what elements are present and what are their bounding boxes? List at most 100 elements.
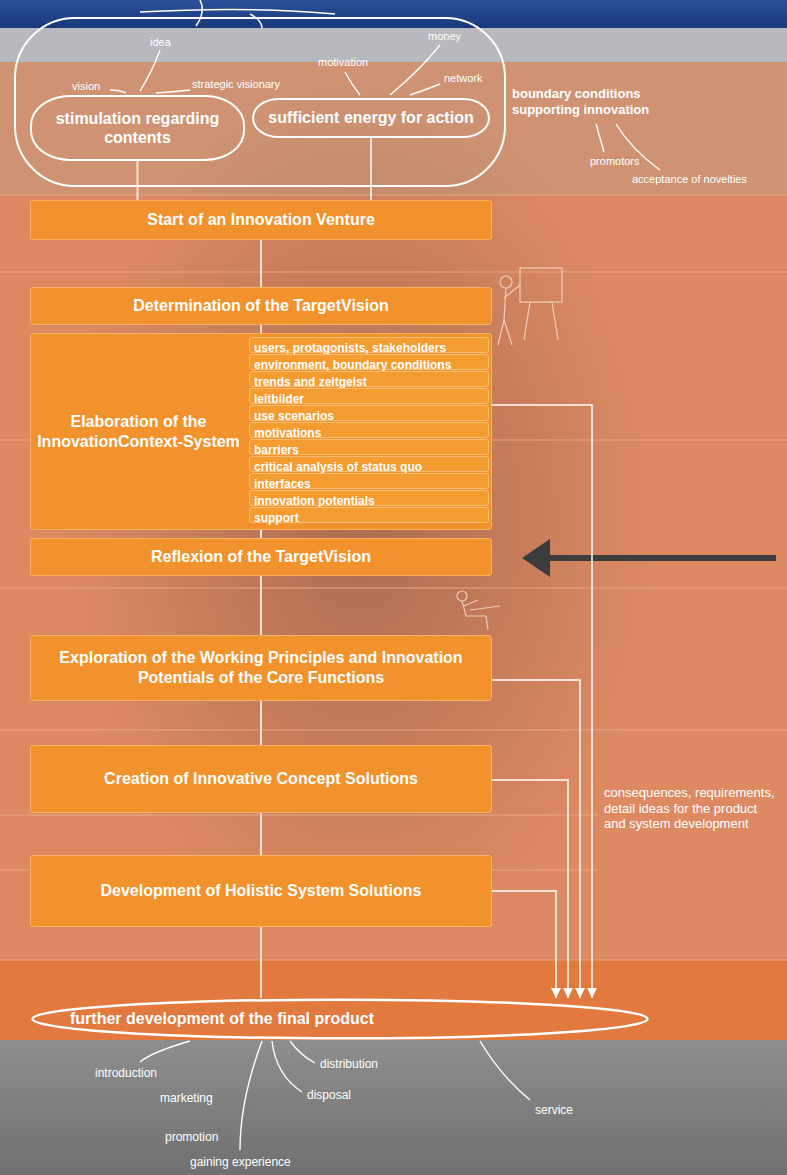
goal-enclosure <box>15 18 505 186</box>
process-box: Development of Holistic System Solutions <box>30 855 492 927</box>
leader-lines <box>410 84 440 95</box>
node-text: Elaboration of the InnovationContext-Sys… <box>36 412 241 452</box>
node-text: Reflexion of the TargetVision <box>143 547 379 567</box>
result-ellipse: further development of the final product <box>30 998 650 1040</box>
aspect-text: leitbilder <box>250 392 304 406</box>
annotation-label: consequences, requirements, detail ideas… <box>604 785 782 832</box>
goal-bubble: sufficient energy for action <box>252 98 490 138</box>
goal-bubble: stimulation regarding contents <box>30 95 245 161</box>
leader-lines <box>390 45 440 95</box>
person-sketch <box>462 600 500 630</box>
goal-enclosure <box>15 18 505 186</box>
aspect-tab: leitbilder <box>249 388 489 404</box>
flow-line <box>260 576 262 635</box>
leader-lines <box>156 90 190 93</box>
aspect-text: critical analysis of status quo <box>250 460 422 474</box>
annotation-label: idea <box>150 36 171 49</box>
process-box: Start of an Innovation Venture <box>30 200 492 240</box>
pointer-arrow <box>522 539 776 577</box>
aspect-tab: innovation potentials <box>249 490 489 506</box>
aspect-tab: barriers <box>249 439 489 455</box>
leader-lines <box>110 90 126 93</box>
process-box: Reflexion of the TargetVision <box>30 538 492 576</box>
aspect-text: users, protagonists, stakeholders <box>250 341 446 355</box>
aspect-tab: use scenarios <box>249 405 489 421</box>
aspect-tab: interfaces <box>249 473 489 489</box>
hand-scribble <box>140 0 335 28</box>
annotation-label: promotors <box>590 155 640 168</box>
leader-lines <box>345 72 360 95</box>
flow-line <box>260 530 262 538</box>
hand-scribble <box>140 9 335 14</box>
flow-line <box>260 813 262 855</box>
node-text: Exploration of the Working Principles an… <box>31 648 491 688</box>
pointer-arrow <box>540 555 776 561</box>
hand-scribble <box>196 0 202 26</box>
feedback-arrow <box>492 891 556 998</box>
feedback-arrow <box>492 780 568 998</box>
hand-scribble <box>250 14 262 28</box>
band-lines <box>0 195 787 960</box>
leader-lines <box>290 1041 315 1063</box>
aspect-text: trends and zeitgeist <box>250 375 367 389</box>
band-lines <box>0 272 787 273</box>
aspect-tab: critical analysis of status quo <box>249 456 489 472</box>
person-sketch <box>500 276 512 288</box>
annotation-label: distribution <box>320 1057 378 1071</box>
aspect-tab: motivations <box>249 422 489 438</box>
flow-line <box>260 325 262 333</box>
annotation-label: marketing <box>160 1091 213 1105</box>
feedback-arrow <box>492 405 592 998</box>
ground-bands <box>0 960 787 1040</box>
person-sketch <box>524 302 530 340</box>
person-sketch <box>498 285 520 345</box>
process-box: Exploration of the Working Principles an… <box>30 635 492 701</box>
flow-line <box>260 701 262 745</box>
aspect-text: support <box>250 511 299 525</box>
leader-lines <box>272 1041 302 1092</box>
annotation-label: strategic visionary <box>192 78 280 91</box>
annotation-label: money <box>428 30 461 43</box>
leader-lines <box>480 1041 530 1100</box>
process-box: Determination of the TargetVision <box>30 287 492 325</box>
node-text: Start of an Innovation Venture <box>139 210 383 230</box>
annotation-label: boundary conditions supporting innovatio… <box>512 86 692 117</box>
aspect-tab: users, protagonists, stakeholders <box>249 337 489 353</box>
flow-line <box>260 240 262 287</box>
aspect-text: barriers <box>250 443 299 457</box>
flow-line <box>137 161 139 200</box>
band-lines <box>0 195 787 196</box>
aspect-text: innovation potentials <box>250 494 375 508</box>
aspect-text: use scenarios <box>250 409 334 423</box>
aspect-text: motivations <box>250 426 321 440</box>
person-sketch <box>520 268 562 302</box>
leader-lines <box>240 1041 262 1150</box>
node-text: Determination of the TargetVision <box>125 296 396 316</box>
band-lines <box>0 588 787 589</box>
annotation-label: service <box>535 1103 573 1117</box>
person-sketch <box>457 591 467 601</box>
annotation-label: network <box>444 72 483 85</box>
node-text: sufficient energy for action <box>262 108 479 127</box>
flow-line <box>260 927 262 998</box>
band-lines <box>0 815 598 816</box>
leader-lines <box>140 50 160 91</box>
band-lines <box>0 960 787 961</box>
annotation-label: gaining experience <box>190 1155 291 1169</box>
annotation-label: vision <box>72 80 100 93</box>
ellipse-outline <box>32 1000 647 1039</box>
band-lines <box>0 730 787 731</box>
node-text: Development of Holistic System Solutions <box>93 881 430 901</box>
node-text: Creation of Innovative Concept Solutions <box>96 769 426 789</box>
process-box: Elaboration of the InnovationContext-Sys… <box>30 333 492 530</box>
aspect-text: interfaces <box>250 477 311 491</box>
person-sketch <box>552 302 558 340</box>
ground-bands <box>0 0 787 28</box>
process-box: Creation of Innovative Concept Solutions <box>30 745 492 813</box>
annotation-label: promotion <box>165 1130 218 1144</box>
aspect-tab: trends and zeitgeist <box>249 371 489 387</box>
node-text: further development of the final product <box>70 1010 374 1028</box>
aspect-tab: environment, boundary conditions <box>249 354 489 370</box>
